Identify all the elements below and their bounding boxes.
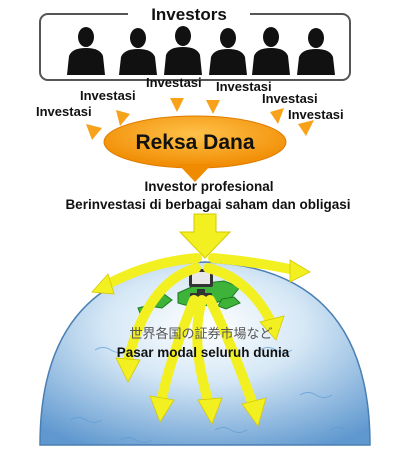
mutual-fund-label: Reksa Dana — [135, 131, 254, 154]
world-label-jp: 世界各国の証券市場など — [129, 326, 272, 342]
description-line1: Investor profesional — [144, 179, 273, 194]
mutual-fund-node — [103, 115, 287, 182]
investment-label: Investasi — [216, 79, 272, 94]
investment-arrows — [86, 98, 314, 140]
person-icon — [164, 26, 202, 75]
flow-arrows — [103, 253, 299, 407]
investment-label: Investasi — [288, 107, 344, 122]
investment-label: Investasi — [262, 91, 318, 106]
investment-label: Investasi — [146, 75, 202, 90]
person-icon — [119, 28, 157, 75]
world-globe — [39, 261, 371, 446]
person-icon — [67, 27, 105, 75]
investment-label: Investasi — [36, 104, 92, 119]
person-icon — [297, 28, 335, 75]
investors-title: Investors — [151, 5, 227, 24]
investor-silhouettes — [67, 26, 335, 75]
investment-label: Investasi — [80, 88, 136, 103]
world-label: Pasar modal seluruh dunia — [117, 345, 290, 360]
person-icon — [209, 28, 247, 75]
flow-arrowheads — [91, 259, 311, 427]
down-arrow — [178, 213, 232, 259]
description-line2: Berinvestasi di berbagai saham dan oblig… — [65, 197, 350, 212]
person-icon — [252, 27, 290, 75]
